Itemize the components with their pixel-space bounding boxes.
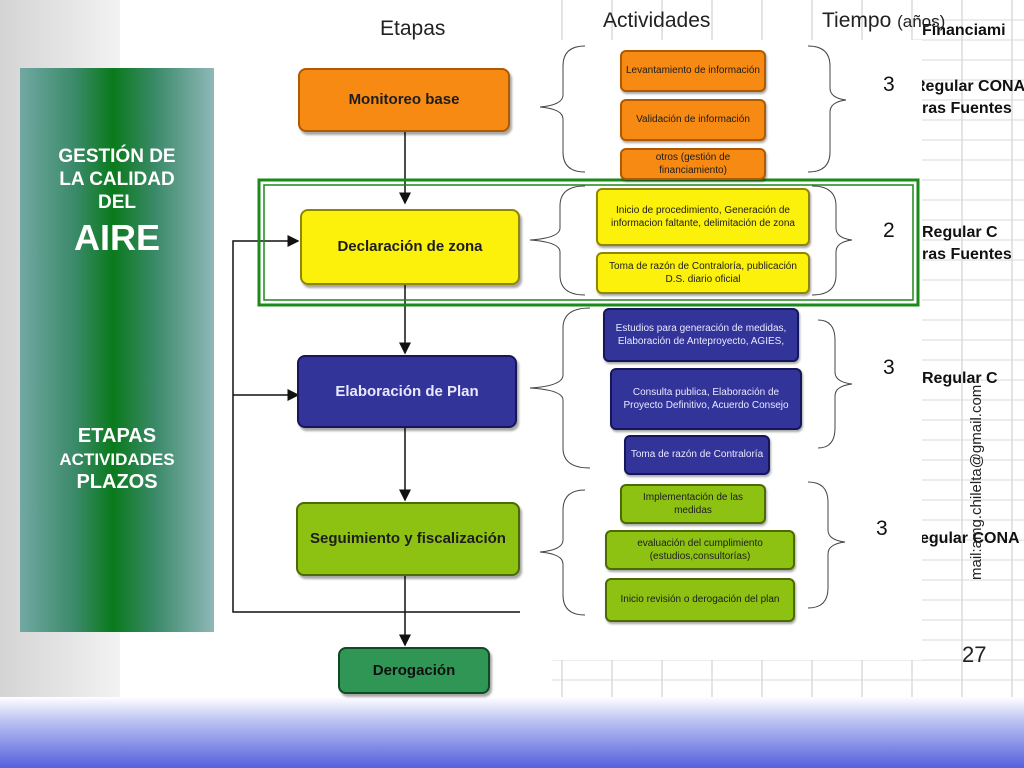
- activity-item: Toma de razón de Contraloría, publicació…: [596, 252, 810, 294]
- activity-item: otros (gestión de financiamiento): [620, 148, 766, 180]
- time-value: 3: [883, 356, 895, 379]
- activity-item: Inicio de procedimiento, Generación de i…: [596, 188, 810, 246]
- right-brace: [807, 45, 847, 173]
- activity-item: Toma de razón de Contraloría: [624, 435, 770, 475]
- activity-item: Consulta publica, Elaboración de Proyect…: [610, 368, 802, 430]
- sheet-text: Regular C: [922, 370, 998, 387]
- stage-declaracion-zona: Declaración de zona: [300, 209, 520, 285]
- right-brace: [807, 481, 846, 609]
- activity-item: evaluación del cumplimiento (estudios,co…: [605, 530, 795, 570]
- left-brace: [529, 307, 591, 469]
- sidebar-sub-line: PLAZOS: [76, 471, 158, 494]
- sheet-text: egular CONA: [920, 530, 1020, 547]
- stage-elaboracion-plan: Elaboración de Plan: [297, 355, 517, 428]
- header-tiempo-unit: (años): [897, 12, 946, 31]
- activity-item: Estudios para generación de medidas, Ela…: [603, 308, 799, 362]
- page-number: 27: [962, 642, 987, 667]
- highlight-frame: [257, 178, 920, 307]
- sidebar-title-big: AIRE: [73, 217, 160, 259]
- activity-item: Validación de información: [620, 99, 766, 141]
- sidebar-subtitle: ETAPAS ACTIVIDADES PLAZOS: [20, 424, 214, 495]
- sidebar-sub-line: ETAPAS: [77, 425, 157, 447]
- sidebar-sub-line: ACTIVIDADES: [59, 450, 175, 469]
- header-tiempo-label: Tiempo: [822, 9, 892, 32]
- footer-band: [0, 697, 1024, 768]
- left-brace: [539, 45, 586, 173]
- sidebar-title: GESTIÓN DE LA CALIDAD DEL AIRE: [20, 146, 214, 260]
- stage-monitoreo-base: Monitoreo base: [298, 68, 510, 132]
- time-value: 3: [883, 73, 895, 96]
- sheet-text: ras Fuentes: [922, 246, 1012, 263]
- header-etapas: Etapas: [380, 17, 446, 40]
- activity-item: Levantamiento de información: [620, 50, 766, 92]
- header-tiempo: Tiempo (años): [822, 9, 945, 33]
- stage-derogacion: Derogación: [338, 647, 490, 694]
- right-brace: [811, 185, 853, 296]
- time-value: 3: [876, 517, 888, 540]
- feedback-loop: [232, 235, 520, 613]
- sheet-text: Regular C: [922, 224, 998, 241]
- left-brace: [529, 185, 586, 296]
- sidebar-title-line: DEL: [98, 191, 136, 213]
- sidebar-title-line: GESTIÓN DE: [58, 146, 176, 167]
- time-value: 2: [883, 219, 895, 242]
- sidebar-title-line: LA CALIDAD: [59, 168, 175, 190]
- activity-item: Inicio revisión o derogación del plan: [605, 578, 795, 622]
- sidebar-panel: GESTIÓN DE LA CALIDAD DEL AIRE ETAPAS AC…: [20, 68, 214, 632]
- highlight-frame-inner: [263, 184, 914, 301]
- email-label: mail:amg.chilelta@gmail.com: [968, 384, 985, 580]
- activity-item: Implementación de las medidas: [620, 484, 766, 524]
- left-brace: [539, 489, 586, 616]
- stage-seguimiento-fiscalizacion: Seguimiento y fiscalización: [296, 502, 520, 576]
- sheet-text: ras Fuentes: [922, 100, 1012, 117]
- right-brace: [817, 319, 853, 449]
- sheet-text: Regular CONA: [914, 78, 1024, 95]
- header-actividades: Actividades: [603, 9, 711, 32]
- sheet-text: Financiami: [922, 22, 1006, 39]
